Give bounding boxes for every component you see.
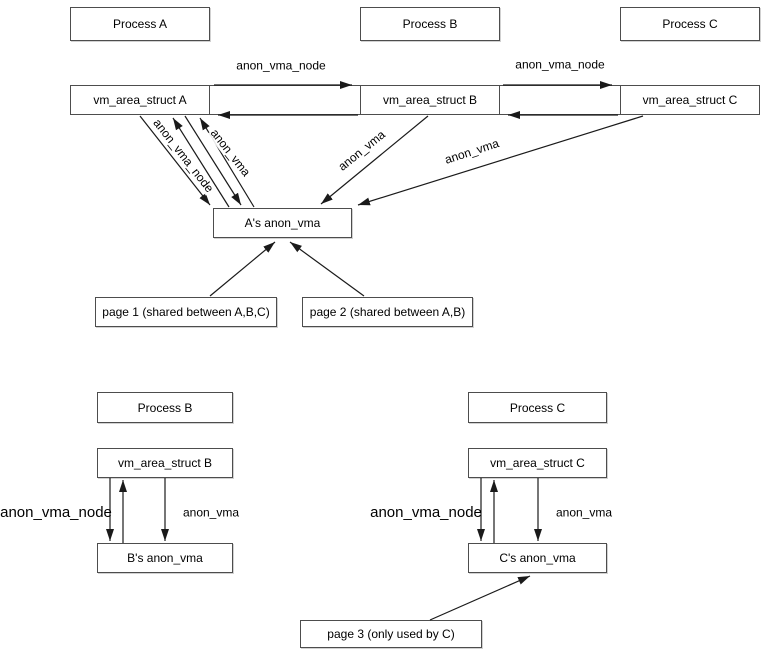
b-anon-vma-box: B's anon_vma xyxy=(97,543,233,573)
vm-area-struct-a-label: vm_area_struct A xyxy=(93,93,187,107)
bl-label-anon-vma-node: anon_vma_node xyxy=(0,503,112,521)
c-anon-vma-box: C's anon_vma xyxy=(468,543,607,573)
rail-label-anon-vma-node-ab: anon_vma_node xyxy=(236,58,326,73)
page-2-label: page 2 (shared between A,B) xyxy=(309,305,466,319)
edge-label-c-anon-vma: anon_vma xyxy=(442,136,502,168)
bl-label-anon-vma: anon_vma xyxy=(182,505,240,520)
a-anon-vma-label: A's anon_vma xyxy=(244,216,321,230)
edge-label-a-anon-vma: anon_vma xyxy=(206,126,254,180)
c-anon-vma-label: C's anon_vma xyxy=(499,551,576,565)
vm-area-struct-b2-box: vm_area_struct B xyxy=(97,448,233,478)
arrow-page3-to-c-anon-vma xyxy=(429,575,531,621)
process-a-box: Process A xyxy=(70,7,210,41)
page-3-label: page 3 (only used by C) xyxy=(327,627,455,641)
page-2-box: page 2 (shared between A,B) xyxy=(302,297,473,327)
vm-area-struct-c-label: vm_area_struct C xyxy=(642,93,738,107)
vm-area-struct-c2-label: vm_area_struct C xyxy=(490,456,585,470)
vm-area-struct-c-box: vm_area_struct C xyxy=(620,85,760,115)
process-c2-box: Process C xyxy=(468,392,607,423)
process-c2-label: Process C xyxy=(509,400,566,415)
edge-label-b-anon-vma: anon_vma xyxy=(335,127,389,175)
vm-area-struct-b2-label: vm_area_struct B xyxy=(117,456,213,470)
arrow-page1-to-a-anon-vma xyxy=(209,241,276,297)
process-c-box: Process C xyxy=(620,7,760,41)
br-label-anon-vma-node: anon_vma_node xyxy=(370,503,482,521)
process-b2-box: Process B xyxy=(97,392,233,423)
page-3-box: page 3 (only used by C) xyxy=(300,620,482,648)
vma-list-gap-b-c xyxy=(500,85,620,115)
b-anon-vma-label: B's anon_vma xyxy=(127,551,203,565)
edge-label-a-anon-vma-node: anon_vma_node xyxy=(149,115,217,197)
process-a-label: Process A xyxy=(112,17,168,31)
process-b-label: Process B xyxy=(402,17,458,31)
vm-area-struct-b-label: vm_area_struct B xyxy=(382,93,478,107)
a-anon-vma-box: A's anon_vma xyxy=(213,208,352,238)
arrow-page2-to-a-anon-vma xyxy=(289,241,365,297)
vma-list-gap-a-b xyxy=(210,85,360,115)
rail-label-anon-vma-node-bc: anon_vma_node xyxy=(515,57,605,72)
process-b2-label: Process B xyxy=(137,400,193,415)
arrow-c-vma-to-a-anon-vma xyxy=(357,115,644,206)
vm-area-struct-b-box: vm_area_struct B xyxy=(360,85,500,115)
vm-area-struct-a-box: vm_area_struct A xyxy=(70,85,210,115)
process-c-label: Process C xyxy=(662,17,718,31)
page-1-box: page 1 (shared between A,B,C) xyxy=(95,297,277,327)
arrow-a-node-down xyxy=(139,115,211,206)
page-1-label: page 1 (shared between A,B,C) xyxy=(102,305,270,319)
br-label-anon-vma: anon_vma xyxy=(555,505,613,520)
vm-area-struct-c2-box: vm_area_struct C xyxy=(468,448,607,478)
process-b-box: Process B xyxy=(360,7,500,41)
